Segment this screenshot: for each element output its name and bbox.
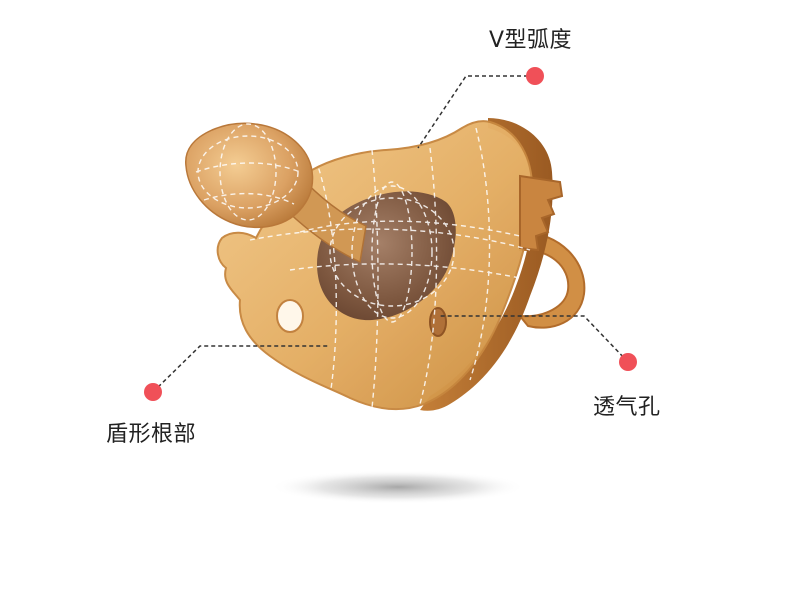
contour-lines xyxy=(195,123,531,409)
vent-hole-right xyxy=(429,307,447,337)
callout-dot-v-curve xyxy=(526,67,544,85)
vent-hole-left xyxy=(276,299,304,333)
callout-label-shield-root: 盾形根部 xyxy=(106,422,197,447)
callout-label-v-curve: V型弧度 xyxy=(489,28,573,53)
callout-label-vent-hole: 透气孔 xyxy=(593,395,661,420)
shield-tab xyxy=(519,174,564,252)
teat-bulb xyxy=(185,122,314,229)
callout-dot-shield-root xyxy=(144,383,162,401)
ground-shadow xyxy=(270,470,526,504)
callout-dot-vent-hole xyxy=(619,353,637,371)
leader-lines xyxy=(152,75,629,393)
shield-back-rim xyxy=(420,118,553,411)
handle-ring xyxy=(517,230,586,329)
